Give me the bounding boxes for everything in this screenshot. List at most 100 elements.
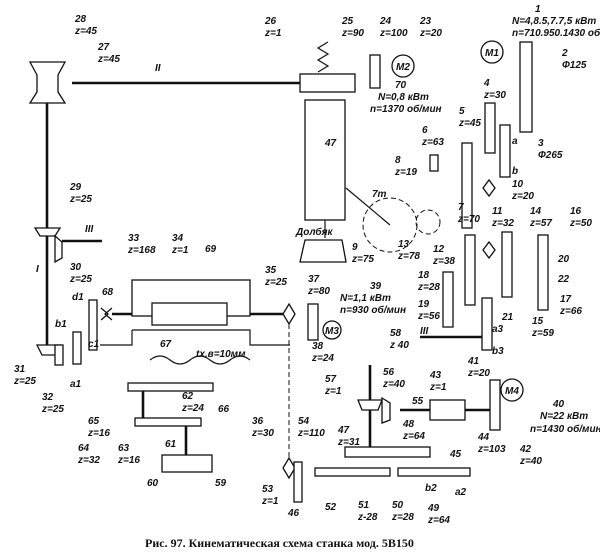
gear-g5-number: 5 xyxy=(459,106,465,117)
motor-M2-power: N=0,8 кВт xyxy=(378,92,429,103)
gear-g53-number: 53 xyxy=(262,484,274,495)
gear-g24-teeth: z=100 xyxy=(379,28,408,39)
gear-g31-number: 31 xyxy=(14,364,26,375)
gear-g12-number: 12 xyxy=(433,244,445,255)
gear-g44-teeth: z=103 xyxy=(477,444,506,455)
gear-g9-teeth: z=75 xyxy=(351,254,374,265)
gear-g34-number: 34 xyxy=(172,233,184,244)
motor-M4 xyxy=(500,378,524,402)
gear-g25-teeth: z=90 xyxy=(341,28,364,39)
gear-g8-number: 8 xyxy=(395,155,401,166)
gear-g49-number: 49 xyxy=(427,503,440,514)
gear-g11-teeth: z=32 xyxy=(491,218,514,229)
carriage-61 xyxy=(161,454,213,473)
gear-g23-number: 23 xyxy=(419,16,432,27)
gear-g37-teeth: z=80 xyxy=(307,286,330,297)
gear-g49-teeth: z=64 xyxy=(427,515,450,526)
label-m55: 55 xyxy=(412,396,424,407)
lever xyxy=(345,187,391,226)
gear-6-7 xyxy=(461,142,473,229)
label-b3: b3 xyxy=(492,346,504,357)
bevel-gear-30 xyxy=(54,234,63,264)
gear-g62-number: 62 xyxy=(182,391,194,402)
worm-34 xyxy=(151,302,228,326)
gear-g13-teeth: z=78 xyxy=(397,251,420,262)
gear-10 xyxy=(482,178,496,198)
gear-g58-number: 58 xyxy=(390,328,402,339)
gear-g15-number: 15 xyxy=(532,316,544,327)
label-m47: 47 xyxy=(324,138,337,149)
gear-g24-number: 24 xyxy=(379,16,392,27)
motor-M1-power: N=4,8.5,7.7,5 кВт xyxy=(512,16,596,27)
gear-p2-number: 2 xyxy=(561,48,568,59)
crank-9 xyxy=(362,197,418,253)
motor-M4-speed: n=1430 об/мин xyxy=(530,423,600,435)
gear-g19-teeth: z=56 xyxy=(417,311,440,322)
shaft-III-right-label: III xyxy=(420,326,429,337)
motor-M1-speed: n=710.950.1430 об/мин xyxy=(512,27,600,39)
gear-g36-number: 36 xyxy=(252,416,264,427)
gear-p3-number: 3 xyxy=(538,138,544,149)
gear-g30-teeth: z=25 xyxy=(69,274,92,285)
label-m22: 22 xyxy=(557,274,570,285)
gear-50-51 xyxy=(314,467,391,477)
gear-g6-number: 6 xyxy=(422,125,428,136)
gear-g56-teeth: z=40 xyxy=(382,379,405,390)
gear-g32-teeth: z=25 xyxy=(41,404,64,415)
gear-g25-number: 25 xyxy=(341,16,354,27)
label-a1: a1 xyxy=(70,379,82,390)
motor-M1-name: M1 xyxy=(485,48,499,59)
motor-M2-speed: n=1370 об/мин xyxy=(370,103,442,115)
gear-g15-teeth: z=59 xyxy=(531,328,554,339)
gear-g65-teeth: z=16 xyxy=(87,428,110,439)
label-m7m: 7m xyxy=(372,189,387,200)
label-m66: 66 xyxy=(218,404,230,415)
gear-g5-teeth: z=45 xyxy=(458,118,481,129)
motor-M4-name: M4 xyxy=(505,386,519,397)
gear-g27-teeth: z=45 xyxy=(97,54,120,65)
label-b1: b1 xyxy=(55,319,67,330)
motor-M4-ref: 40 xyxy=(552,399,565,410)
gear-12-13 xyxy=(464,234,476,306)
motor-M1 xyxy=(480,40,504,64)
gear-g62-teeth: z=24 xyxy=(181,403,204,414)
gear-a-b xyxy=(499,124,511,178)
label-a2: a2 xyxy=(455,487,467,498)
gear-g48-teeth: z=64 xyxy=(402,431,425,442)
gear-g9-number: 9 xyxy=(352,242,358,253)
gear-g42-number: 42 xyxy=(519,444,532,455)
gear-g29-teeth: z=25 xyxy=(69,194,92,205)
gear-g64-teeth: z=32 xyxy=(77,455,100,466)
gear-g51-number: 51 xyxy=(358,500,370,511)
label-m69: 69 xyxy=(205,244,217,255)
motor-M3-name: M3 xyxy=(325,326,339,337)
shaft-III-left-label: III xyxy=(85,224,94,235)
gear-g30-number: 30 xyxy=(70,262,82,273)
gear-g43-number: 43 xyxy=(429,370,442,381)
gear-g65-number: 65 xyxy=(88,416,100,427)
label-m45: 45 xyxy=(449,449,462,460)
tool-label: Долбяк xyxy=(295,226,333,238)
gear-41-42 xyxy=(489,379,501,431)
motor-M1-ref: 1 xyxy=(535,4,541,15)
gear-g6-teeth: z=63 xyxy=(421,137,444,148)
gear-g47b-number: 47 xyxy=(337,425,350,436)
gear-g7-teeth: z=70 xyxy=(457,214,480,225)
gear-g13-number: 13 xyxy=(398,239,410,250)
gear-g36-teeth: z=30 xyxy=(251,428,274,439)
label-a3: a3 xyxy=(492,324,504,335)
label-d1: d1 xyxy=(72,292,84,303)
gear-a2-b2 xyxy=(397,467,471,477)
label-m52: 52 xyxy=(325,502,337,513)
gear-g26-teeth: z=1 xyxy=(264,28,282,39)
gear-g42-teeth: z=40 xyxy=(519,456,542,467)
belt-drive xyxy=(519,41,533,133)
gear-g38-number: 38 xyxy=(312,341,324,352)
gear-g4-number: 4 xyxy=(483,78,490,89)
gear-11 xyxy=(482,240,496,260)
gear-g56-number: 56 xyxy=(383,367,395,378)
gear-b1 xyxy=(72,331,82,365)
gear-g10-teeth: z=20 xyxy=(511,191,534,202)
